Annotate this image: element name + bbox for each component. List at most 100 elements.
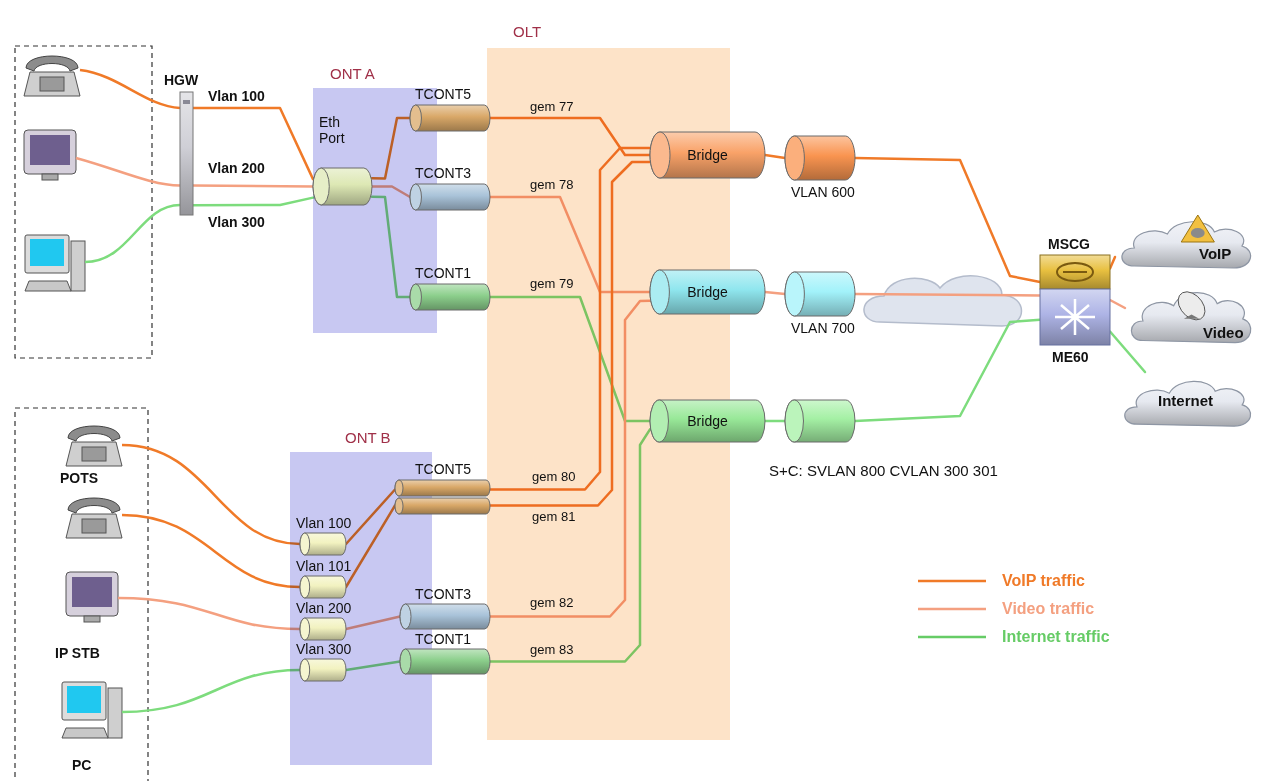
tube-end xyxy=(300,659,310,681)
traffic-line xyxy=(1110,257,1115,269)
tcont-queue: TCONT1 xyxy=(410,284,490,310)
node-label: OLT xyxy=(513,23,541,40)
service-cloud: VoIP xyxy=(1115,212,1253,272)
tube-end xyxy=(410,184,421,210)
node-label: VLAN 700 xyxy=(791,320,855,336)
phone-icon xyxy=(66,498,122,538)
mscg-body xyxy=(1040,255,1110,289)
ont-band: ONT BVlan 100Vlan 101Vlan 200Vlan 300TCO… xyxy=(290,452,432,765)
tube-body xyxy=(395,480,490,496)
tube-end xyxy=(650,400,668,442)
legend-text: Video traffic xyxy=(1002,600,1094,618)
vlan-tunnel: VLAN 700 xyxy=(785,272,855,316)
tube-body xyxy=(785,136,855,180)
tube-end xyxy=(313,168,329,205)
tube-body xyxy=(650,132,765,178)
tube-body xyxy=(650,400,765,442)
tube-body xyxy=(400,649,490,674)
vlan-port-shape xyxy=(300,576,346,598)
home-gateway: HGW xyxy=(180,92,193,215)
mscg-emblem xyxy=(1063,271,1087,273)
tube-end xyxy=(300,618,310,640)
tube-body xyxy=(410,284,490,310)
traffic-line xyxy=(1110,300,1125,308)
vlan-or-device-label: POTS xyxy=(60,470,98,486)
legend-row: Video traffic xyxy=(918,598,1094,620)
network-cloud xyxy=(864,276,1022,326)
tube-body xyxy=(410,184,490,210)
internet-wire xyxy=(85,205,180,262)
eth-port-shape xyxy=(313,168,372,205)
gem-port-label: gem 80 xyxy=(530,470,577,485)
tube-body xyxy=(300,659,346,681)
gateway-body xyxy=(180,92,193,215)
node-label: Internet xyxy=(1158,392,1213,409)
tcont-queue-shape xyxy=(400,649,490,674)
traffic-connector xyxy=(765,155,785,158)
pc-icon xyxy=(62,682,122,738)
gem-port-label: gem 78 xyxy=(528,178,575,193)
tube-body xyxy=(300,533,346,555)
service-cloud: Video xyxy=(1125,282,1253,347)
traffic-line xyxy=(855,294,1040,296)
tube-end xyxy=(410,105,421,131)
mscg-router: MSCGME60 xyxy=(1040,255,1110,345)
tube-body xyxy=(400,604,490,629)
legend-text: Internet traffic xyxy=(1002,628,1110,646)
tube-body xyxy=(410,105,490,131)
node-label: ONT B xyxy=(345,429,391,446)
traffic-connector xyxy=(855,320,1040,421)
tcont-queue: TCONT1 xyxy=(400,649,490,674)
vlan-or-device-label: Vlan 200 xyxy=(208,160,265,176)
tube-end xyxy=(650,132,670,178)
node-label: Bridge xyxy=(687,413,727,429)
tv-icon xyxy=(24,130,76,180)
vlan-port-shape xyxy=(300,533,346,555)
mscg-router-shape xyxy=(1040,255,1110,345)
vlan-port-shape xyxy=(300,659,346,681)
dish-icon xyxy=(1173,288,1211,324)
traffic-line xyxy=(193,198,313,206)
tcont-queue-shape xyxy=(410,105,490,131)
voip-wire xyxy=(122,515,300,587)
olt-band: OLTBridgeBridgeBridge xyxy=(487,48,730,740)
tcont-queue-shape xyxy=(395,480,490,514)
tube-end xyxy=(400,649,411,674)
node-label: Eth Port xyxy=(319,114,361,146)
node-label: Video xyxy=(1203,324,1244,341)
cloud-outline xyxy=(1122,222,1251,268)
tube-body xyxy=(650,270,765,314)
gem-port-label: gem 79 xyxy=(528,277,575,292)
tube-end xyxy=(785,136,804,180)
node-label: VoIP xyxy=(1199,245,1231,262)
vlan-tunnel: VLAN 600 xyxy=(785,136,855,180)
softswitch-icon xyxy=(1181,215,1214,242)
cloud-outline xyxy=(1125,381,1251,426)
bridge: Bridge xyxy=(650,132,765,178)
gem-port-label: gem 83 xyxy=(528,643,575,658)
tube-end xyxy=(785,400,803,442)
tube-end xyxy=(410,284,421,310)
bridge: Bridge xyxy=(650,400,765,442)
vlan-tunnel: S+C: SVLAN 800 CVLAN 300 301 xyxy=(785,400,855,442)
node-label: S+C: SVLAN 800 CVLAN 300 301 xyxy=(769,462,998,479)
traffic-line xyxy=(193,185,313,186)
tcont-queue: TCONT3 xyxy=(400,604,490,629)
video-wire xyxy=(76,158,180,186)
traffic-connector xyxy=(1110,257,1115,269)
traffic-connector xyxy=(1110,300,1125,308)
dashed-group-box xyxy=(15,46,152,358)
node-label: Vlan 100 xyxy=(296,515,351,531)
vlan-port-shape xyxy=(300,618,346,640)
traffic-line xyxy=(193,108,313,179)
traffic-connector xyxy=(855,158,1040,282)
traffic-line xyxy=(765,155,785,158)
node-label: Bridge xyxy=(687,284,727,300)
traffic-connector xyxy=(193,198,313,206)
ont-band: ONT AEth PortTCONT5TCONT3TCONT1 xyxy=(313,88,437,333)
legend-line-sample xyxy=(918,603,988,615)
legend-line xyxy=(918,636,986,639)
tube-body xyxy=(785,272,855,316)
tube-body xyxy=(395,498,490,514)
bridge: Bridge xyxy=(650,270,765,314)
